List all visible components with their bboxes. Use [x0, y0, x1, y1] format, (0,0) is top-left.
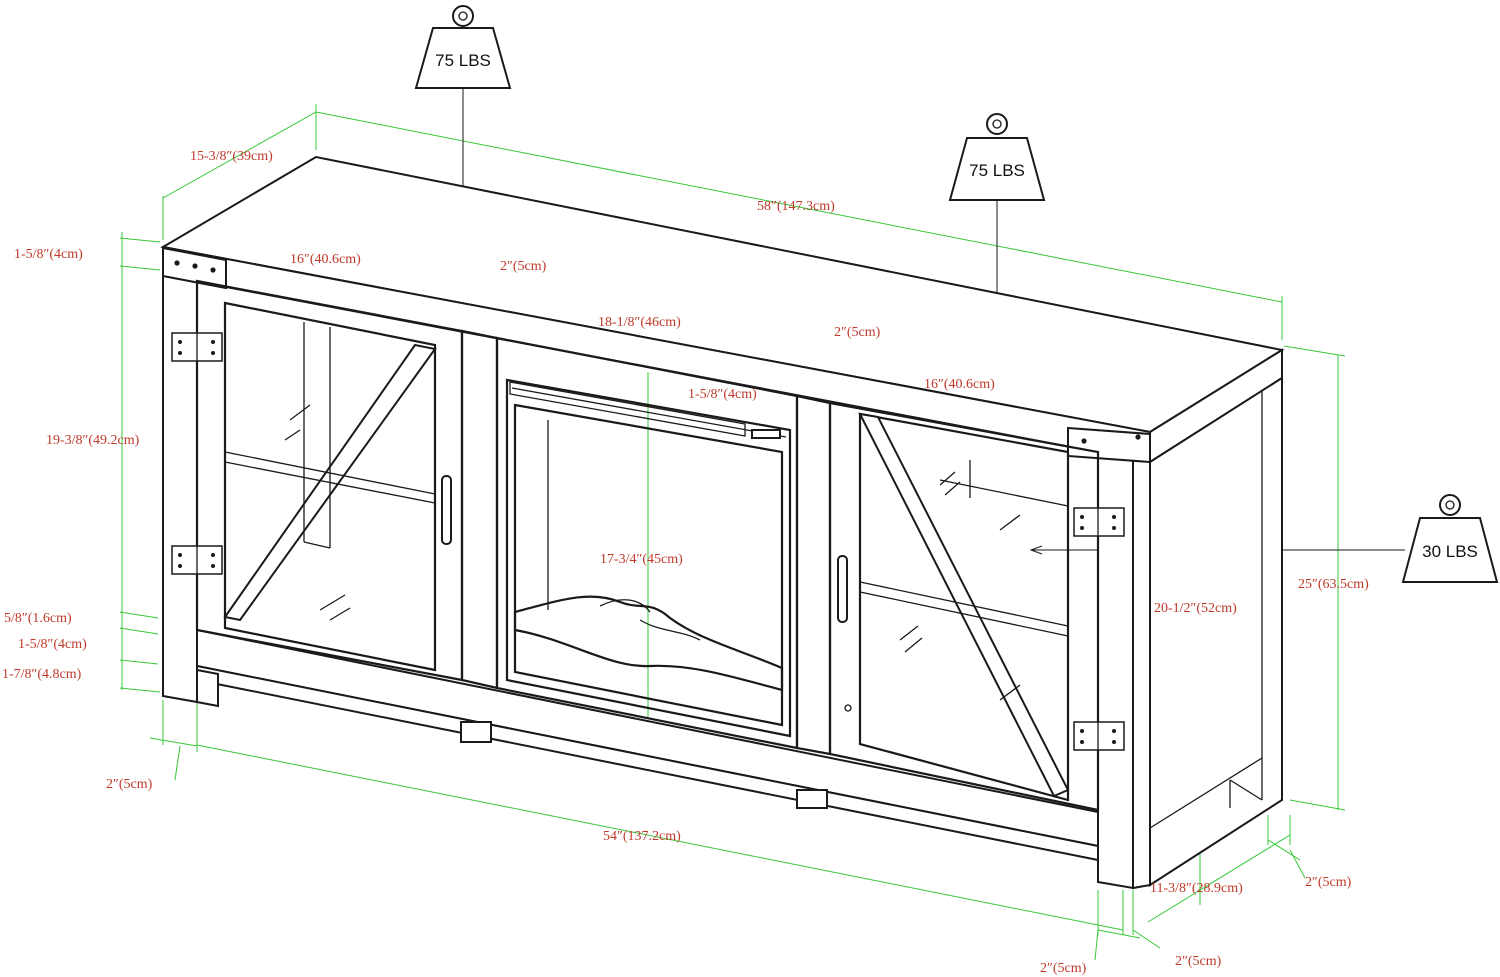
dim-depth-top: 15-3/8″(39cm) — [190, 149, 273, 164]
dim-bottom-rail: 1-5/8″(4cm) — [18, 637, 87, 652]
weight-ring-icon — [986, 113, 1008, 135]
weight-shelf: 30 LBS — [1401, 494, 1499, 583]
cabinet — [160, 155, 1285, 890]
weight-label: 75 LBS — [969, 161, 1025, 180]
right-hinge-lower — [1073, 721, 1125, 751]
dim-leg-width-front: 2″(5cm) — [1040, 961, 1087, 976]
fireplace-control — [751, 429, 781, 439]
dim-fireplace-height: 17-3/4″(45cm) — [600, 552, 683, 567]
weight-label: 30 LBS — [1422, 542, 1478, 561]
right-door-brace — [858, 412, 1070, 798]
left-hinge-lower — [171, 545, 223, 575]
dim-inner-depth: 11-3/8″(28.9cm) — [1150, 881, 1243, 896]
dim-right-door-width: 16″(40.6cm) — [924, 377, 995, 392]
dim-left-stile: 2″(5cm) — [500, 259, 547, 274]
weight-icon — [414, 27, 512, 89]
weight-top-left: 75 LBS — [414, 5, 512, 89]
dim-leg-width-left: 2″(5cm) — [106, 777, 153, 792]
dim-top-thickness: 1-5/8″(4cm) — [14, 247, 83, 262]
right-hinge-upper — [1073, 507, 1125, 537]
right-door — [828, 401, 1100, 812]
weight-icon — [1401, 517, 1499, 583]
dim-leg-depth-right: 2″(5cm) — [1305, 875, 1352, 890]
weight-ring-icon — [452, 5, 474, 27]
weight-icon — [948, 137, 1046, 201]
center-stile-right — [795, 394, 832, 756]
dim-left-door-width: 16″(40.6cm) — [290, 252, 361, 267]
left-door-handle — [441, 475, 452, 545]
left-hinge-upper — [171, 332, 223, 362]
dim-inner-height: 20-1/2″(52cm) — [1154, 601, 1237, 616]
rear-foot-left — [460, 721, 492, 743]
dim-right-stile: 2″(5cm) — [834, 325, 881, 340]
dim-bottom-rail-gap: 5/8″(1.6cm) — [4, 611, 72, 626]
dim-overall-height: 25″(63.5cm) — [1298, 577, 1369, 592]
dimension-labels: 15-3/8″(39cm) 58″(147.3cm) 1-5/8″(4cm) 1… — [2, 149, 1369, 976]
right-door-handle — [837, 555, 848, 623]
dim-inner-width: 54″(137.2cm) — [603, 829, 681, 844]
weight-top-right: 75 LBS — [948, 113, 1046, 201]
dim-fireplace-width: 18-1/8″(46cm) — [598, 315, 681, 330]
weight-ring-icon — [1439, 494, 1461, 516]
dim-door-height: 19-3/8″(49.2cm) — [46, 433, 140, 448]
center-stile-left — [460, 329, 499, 690]
corner-plate-right — [1067, 426, 1151, 464]
fireplace-opening — [495, 336, 799, 750]
rear-foot-center — [796, 789, 828, 809]
dim-overall-width: 58″(147.3cm) — [757, 199, 835, 214]
weight-label: 75 LBS — [435, 51, 491, 70]
dim-leg-clearance: 1-7/8″(4.8cm) — [2, 667, 82, 682]
dim-leg-width-side: 2″(5cm) — [1175, 954, 1222, 969]
dim-fireplace-trim: 1-5/8″(4cm) — [688, 387, 757, 402]
fireplace-heater-vent — [509, 381, 746, 437]
